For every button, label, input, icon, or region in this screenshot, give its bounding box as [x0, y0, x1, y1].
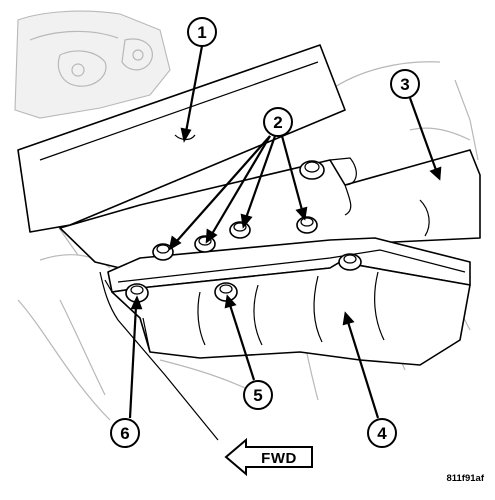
bolt-flange-right — [338, 253, 362, 271]
bolt-5 — [214, 282, 238, 302]
intake-plenum-part — [17, 44, 346, 233]
callout-5: 5 — [243, 380, 273, 410]
callout-3-number: 3 — [400, 75, 409, 94]
fwd-label: FWD — [261, 450, 297, 467]
callout-1: 1 — [187, 17, 217, 47]
callout-5-number: 5 — [253, 386, 262, 405]
callout-2: 2 — [263, 107, 293, 137]
callout-1-number: 1 — [197, 23, 206, 42]
callout-2-number: 2 — [273, 113, 282, 132]
bolt-upper-stud — [299, 160, 325, 180]
callout-3: 3 — [390, 69, 420, 99]
bolt-2c — [229, 221, 251, 239]
bolt-2a — [152, 243, 174, 261]
callout-6-number: 6 — [120, 424, 129, 443]
support-bracket — [99, 271, 219, 441]
callout-6: 6 — [110, 418, 140, 448]
fwd-direction-arrow: FWD — [224, 437, 313, 477]
callout-4-number: 4 — [377, 424, 387, 443]
lower-manifold-part — [111, 261, 471, 366]
leader-lines — [128, 45, 442, 419]
figure-reference-code: 811f91af — [446, 473, 484, 484]
bolt-2d — [296, 216, 318, 234]
callout-4: 4 — [367, 418, 397, 448]
left-arrow-icon — [224, 437, 313, 477]
